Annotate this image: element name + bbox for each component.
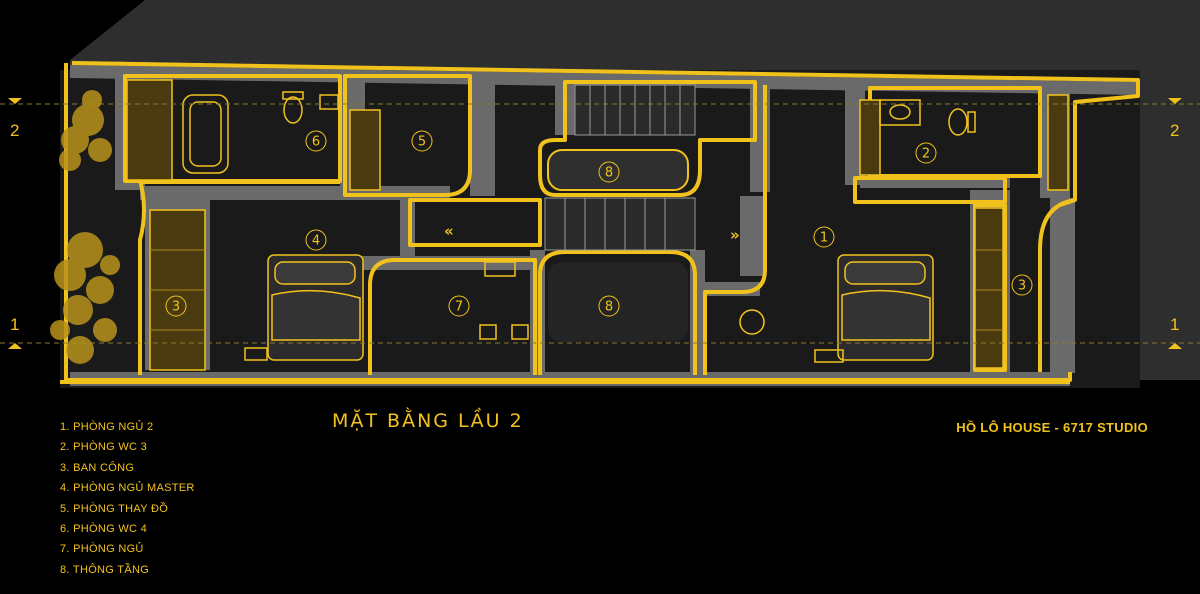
legend-item: 3. BAN CÔNG — [60, 461, 135, 474]
room-tag-label: 4 — [312, 234, 320, 249]
room-tag-8-top: 8 — [598, 161, 620, 183]
plan-title: MẶT BẰNG LẦU 2 — [332, 410, 524, 432]
axis-label-left-top: 2 — [10, 121, 19, 140]
room-tag-3-left: 3 — [165, 295, 187, 317]
room-tag-2: 2 — [915, 142, 937, 164]
stair-arrow-left: « — [444, 222, 454, 240]
atrium-void — [547, 149, 689, 191]
legend-item: 6. PHÒNG WC 4 — [60, 522, 148, 535]
tree-foliage-icon — [50, 90, 120, 364]
room-tag-label: 3 — [172, 300, 180, 315]
bed-icon — [267, 254, 934, 361]
stair-icon — [544, 84, 696, 251]
room-tag-label: 2 — [922, 147, 930, 162]
sink-icon — [319, 94, 921, 126]
room-tag-6: 6 — [305, 130, 327, 152]
room-tag-3-right: 3 — [1011, 274, 1033, 296]
room-tag-8-bottom: 8 — [598, 295, 620, 317]
axis-label-right-top: 2 — [1170, 121, 1179, 140]
chair-icon — [244, 261, 844, 363]
legend-item: 8. THÔNG TẦNG — [60, 563, 150, 576]
cabinets — [126, 79, 1069, 371]
stair-arrow-right: » — [730, 226, 740, 244]
legend-item: 5. PHÒNG THAY ĐỒ — [60, 502, 169, 515]
roof-shadow — [70, 0, 1200, 380]
axis-markers — [8, 98, 1182, 349]
room-legend: 1. PHÒNG NGỦ 2 2. PHÒNG WC 3 3. BAN CÔNG… — [60, 420, 195, 583]
room-tag-label: 6 — [312, 135, 320, 150]
room-tag-label: 3 — [1018, 279, 1026, 294]
room-tag-label: 8 — [605, 166, 613, 181]
wall-outlines — [60, 61, 1140, 384]
room-tag-7: 7 — [448, 295, 470, 317]
room-tag-label: 8 — [605, 300, 613, 315]
studio-credit: HỒ LÔ HOUSE - 6717 STUDIO — [956, 420, 1148, 435]
room-tag-label: 7 — [455, 300, 463, 315]
cabinet-hatching — [150, 249, 1003, 331]
legend-item: 1. PHÒNG NGỦ 2 — [60, 421, 154, 433]
legend-item: 2. PHÒNG WC 3 — [60, 441, 148, 454]
toilet-icon — [282, 91, 976, 136]
room-tag-5: 5 — [411, 130, 433, 152]
room-tag-4: 4 — [305, 229, 327, 251]
bathtub-icon — [182, 94, 229, 174]
axis-label-left-bottom: 1 — [10, 315, 19, 334]
legend-item: 4. PHÒNG NGỦ MASTER — [60, 482, 195, 495]
room-tag-label: 5 — [418, 135, 426, 150]
axis-label-right-bottom: 1 — [1170, 315, 1179, 334]
room-tag-1: 1 — [813, 226, 835, 248]
axis-lines — [0, 103, 1200, 344]
room-tag-label: 1 — [820, 231, 828, 246]
legend-item: 7. PHÒNG NGỦ — [60, 543, 144, 556]
